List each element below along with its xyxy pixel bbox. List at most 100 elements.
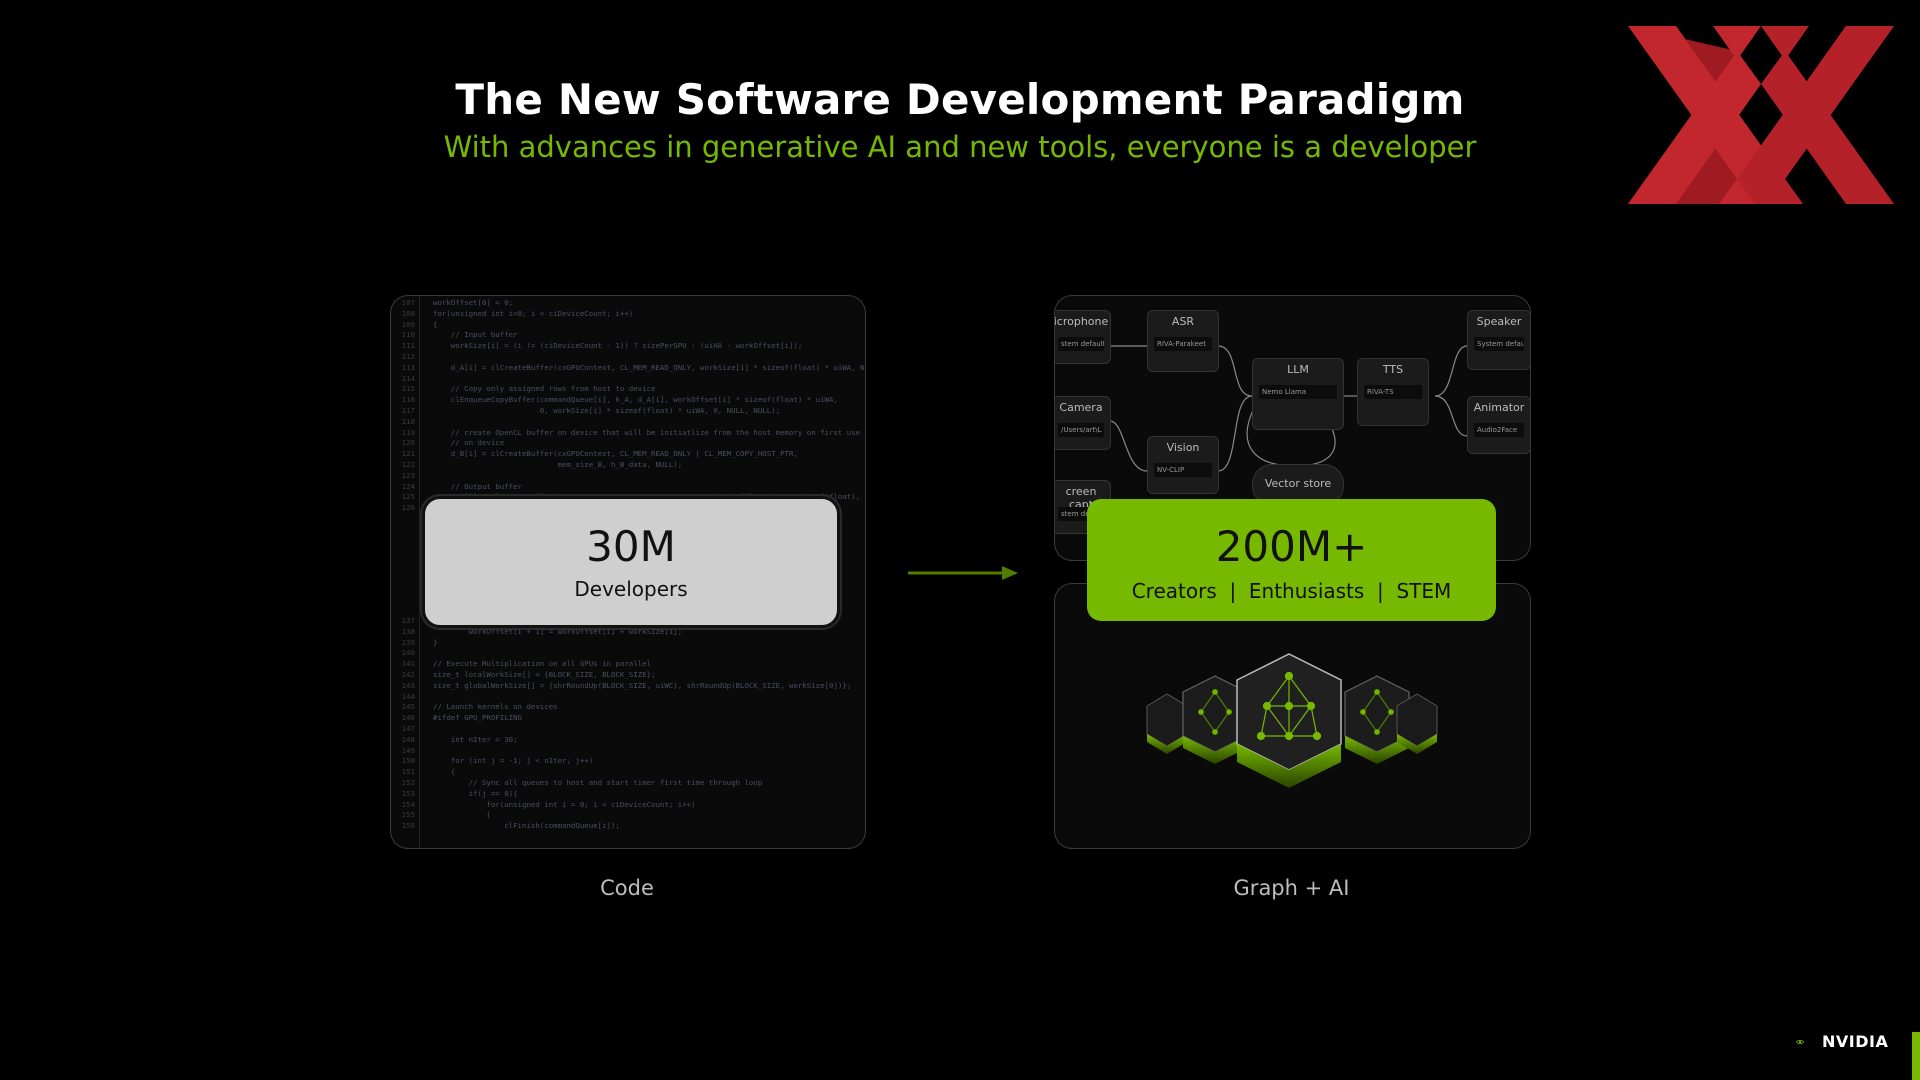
graph-node-setting: RIVA-Parakeet (1154, 337, 1212, 351)
developers-label: Developers (574, 577, 688, 601)
code-gutter (419, 296, 420, 848)
code-line-number: 145 (401, 702, 415, 712)
code-line: d_A[i] = clCreateBuffer(cxGPUContext, CL… (433, 362, 866, 372)
graph-node-setting: RIVA-TS (1364, 385, 1422, 399)
code-line: { (433, 810, 491, 820)
code-line-number: 152 (401, 778, 415, 787)
graph-node-setting: stem default (1058, 337, 1104, 351)
ai-cubes-icon (1146, 653, 1438, 788)
graph-ai-caption: Graph + AI (1233, 876, 1350, 900)
code-line: int nIter = 30; (433, 734, 518, 744)
code-line-number: 137 (401, 616, 415, 625)
developers-count: 30M (586, 522, 676, 571)
code-line-number: 148 (401, 734, 415, 744)
code-line-number: 115 (401, 384, 415, 394)
code-line-number: 118 (401, 416, 415, 426)
code-line-number: 121 (401, 449, 415, 459)
code-line-number: 108 (401, 308, 415, 318)
code-line-number: 117 (401, 406, 415, 415)
code-line: d_B[i] = clCreateBuffer(cxGPUContext, CL… (433, 449, 798, 459)
code-line-number: 109 (401, 319, 415, 329)
code-line-number: 123 (401, 470, 415, 480)
code-line-number: 111 (401, 341, 415, 351)
code-line-number: 139 (401, 637, 415, 647)
code-line: size_t localWorkSize[] = {BLOCK_SIZE, BL… (433, 670, 656, 679)
code-line-number: 150 (401, 756, 415, 766)
code-line: workSize[i] = (i != (ciDeviceCount - 1))… (433, 341, 803, 351)
code-line-number: 154 (401, 799, 415, 809)
code-line: if(j == 0){ (433, 788, 518, 798)
code-line-number: 126 (401, 503, 415, 513)
code-line-number: 114 (401, 373, 415, 383)
graph-node-title: icrophone (1054, 315, 1109, 328)
graph-node-title: Speaker (1476, 315, 1522, 328)
code-line: } (433, 637, 438, 647)
code-line-number: 112 (401, 352, 415, 361)
right-arrow-icon (908, 566, 1018, 580)
code-line-number: 122 (401, 460, 415, 469)
graph-node-title: ASR (1171, 315, 1195, 328)
code-line: for(unsigned int i=0; i < ciDeviceCount;… (433, 308, 634, 318)
graph-node-setting: /Users/art\L (1058, 423, 1104, 437)
slide-subtitle: With advances in generative AI and new t… (443, 130, 1477, 164)
code-line: { (433, 319, 438, 329)
creators-count: 200M+ (1215, 522, 1368, 571)
code-line: // Copy only assigned rows from host to … (433, 384, 656, 394)
code-line-number: 119 (401, 427, 415, 437)
code-line-number: 144 (401, 691, 415, 701)
creators-label: Creators | Enthusiasts | STEM (1131, 579, 1452, 603)
code-line: // Output buffer (433, 481, 522, 491)
graph-node: TTS RIVA-TS (1357, 358, 1429, 426)
developers-stat-card: 30M Developers (422, 496, 840, 628)
ai-panel (1054, 583, 1531, 849)
code-line: // Sync all queues to host and start tim… (433, 778, 763, 787)
accent-edge (1912, 1032, 1920, 1080)
code-line-number: 120 (401, 438, 415, 448)
code-line-number: 107 (401, 298, 415, 307)
graph-node-title: Vision (1166, 441, 1200, 454)
graph-node: icrophone stem default (1054, 310, 1111, 364)
code-line-number: 143 (401, 680, 415, 690)
code-line-number: 110 (401, 330, 415, 340)
code-line: size_t globalWorkSize[] = {shrRoundUp(BL… (433, 680, 852, 690)
code-line: for(unsigned int i = 0; i < ciDeviceCoun… (433, 799, 696, 809)
code-line: workOffset[i + 1] = workOffset[i] + work… (433, 626, 683, 636)
code-line-number: 140 (401, 648, 415, 658)
graph-node: ASR RIVA-Parakeet (1147, 310, 1219, 372)
code-line: mem_size_B, h_B_data, NULL); (433, 460, 683, 469)
graph-node-setting: NV-CLIP (1154, 463, 1212, 477)
code-line-number: 156 (401, 821, 415, 831)
code-line-number: 147 (401, 724, 415, 733)
nvidia-eye-icon (1796, 1039, 1804, 1045)
code-line-number: 153 (401, 788, 415, 798)
code-block-bottom: 137 if(i < ciDeviceCount-1)138 workOffse… (391, 296, 865, 848)
graph-node-setting: System default (1474, 337, 1524, 351)
code-line: #ifdef GPU_PROFILING (433, 713, 522, 723)
code-line: for (int j = -1; j < nIter; j++) (433, 756, 594, 766)
code-line: clEnqueueCopyBuffer(commandQueue[i], h_A… (433, 395, 838, 405)
graph-node-title: Vector store (1264, 477, 1332, 490)
graph-node-setting: Audio2Face (1474, 423, 1524, 437)
code-line-number: 146 (401, 713, 415, 723)
graph-node-title: TTS (1382, 363, 1404, 376)
code-line-number: 151 (401, 767, 415, 777)
xx-logo-icon (1628, 26, 1894, 204)
code-line: clFinish(commandQueue[i]); (433, 821, 620, 831)
code-line-number: 142 (401, 670, 415, 679)
graph-node-title: LLM (1287, 363, 1309, 376)
code-caption: Code (600, 876, 654, 900)
code-line-number: 149 (401, 745, 415, 755)
code-line: // create OpenCL buffer on device that w… (433, 427, 861, 437)
code-line: 0, workSize[i] * sizeof(float) * uiWA, 0… (433, 406, 781, 415)
slide-title: The New Software Development Paradigm (455, 75, 1465, 124)
code-line-number: 138 (401, 626, 415, 636)
code-line-number: 141 (401, 659, 415, 669)
code-line-number: 116 (401, 395, 415, 405)
code-line-number: 155 (401, 810, 415, 820)
creators-stat-card: 200M+ Creators | Enthusiasts | STEM (1087, 499, 1496, 621)
